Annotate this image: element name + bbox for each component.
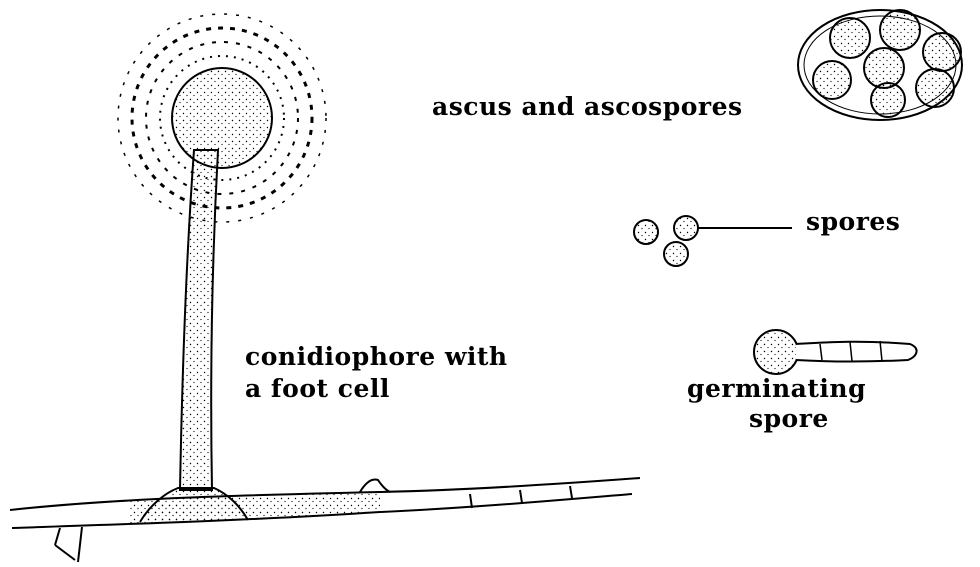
foot-cell bbox=[140, 488, 248, 522]
conidial-head bbox=[118, 14, 326, 222]
label-conidiophore-line2: a foot cell bbox=[245, 374, 390, 403]
hypha bbox=[10, 478, 640, 562]
spores bbox=[634, 216, 792, 266]
label-spores: spores bbox=[806, 207, 900, 236]
label-ascus-and-ascospores: ascus and ascospores bbox=[432, 92, 743, 121]
conidiophore-stalk bbox=[180, 150, 218, 490]
label-conidiophore-line1: conidiophore with bbox=[245, 342, 508, 371]
germinating-spore bbox=[754, 330, 917, 374]
label-germinating-line1: germinating bbox=[687, 374, 866, 403]
ascus-and-ascospores bbox=[798, 10, 962, 120]
label-germinating-line2: spore bbox=[749, 404, 829, 433]
